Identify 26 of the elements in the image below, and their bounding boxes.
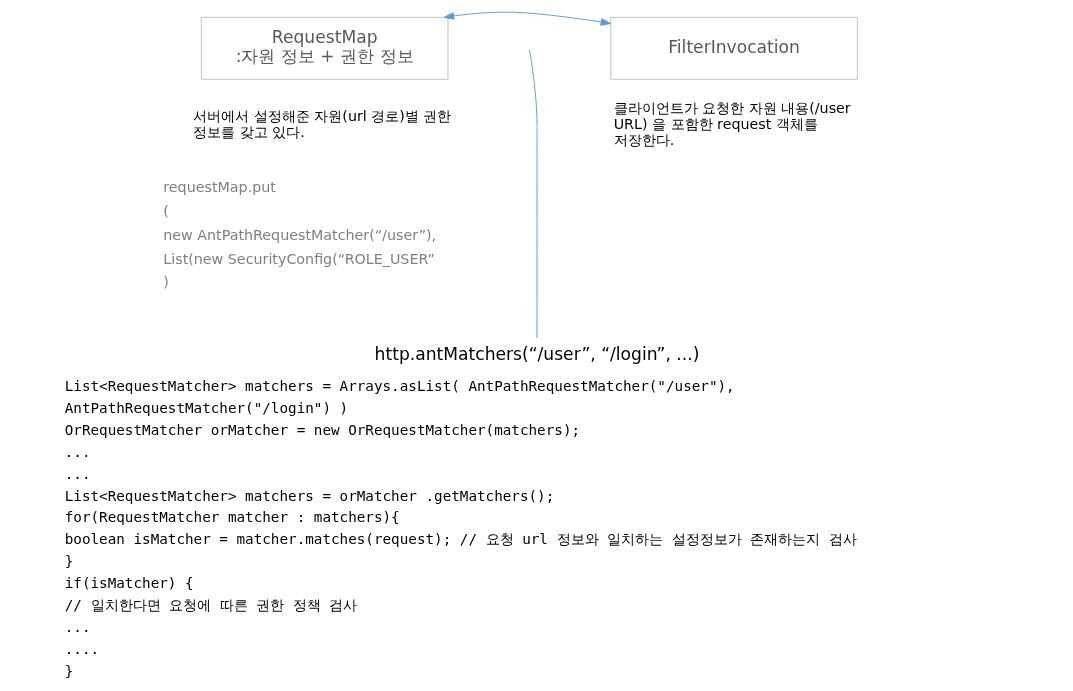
label: ... <box>64 465 91 482</box>
label: ... <box>64 443 91 460</box>
node-box: FilterInvocation <box>609 16 858 80</box>
node-label: ) <box>162 274 169 291</box>
label: List<RequestMatcher> matchers = orMatcher .getMatchers(); <box>64 487 554 504</box>
label: AntPathRequestMatcher("/login") ) <box>64 399 348 416</box>
label: // 일치한다면 요청에 따른 권한 정책 검사 <box>64 597 357 614</box>
label: } <box>64 553 73 570</box>
label: OrRequestMatcher orMatcher = new OrRequestMatcher(matchers); <box>64 421 580 438</box>
label: } <box>64 662 73 679</box>
label: for(RequestMatcher matcher : matchers){ <box>64 509 400 526</box>
connector <box>528 48 537 339</box>
label: .... <box>64 640 99 657</box>
node-label: List(new SecurityConfig(“ROLE_USER” <box>162 250 435 267</box>
label: if(isMatcher) { <box>64 575 194 592</box>
label: boolean isMatcher = matcher.matches(request); // 요청 url 정보와 일치하는 설정정보가 존재하는지 검사 <box>64 531 857 548</box>
node-label: requestMap.put <box>162 179 276 196</box>
node-box: RequestMap :자원 정보 + 권한 정보 <box>200 16 448 80</box>
label: List<RequestMatcher> matchers = Arrays.asList( AntPathRequestMatcher("/user"), <box>64 378 735 395</box>
node-label: 클라이언트가 요청한 자원 내용(/user URL) 을 포함한 request 객체를 저장한다. <box>613 99 851 148</box>
arrow <box>443 11 611 26</box>
node-label: 서버에서 설정해준 자원(url 경로)별 권한 정보를 갖고 있다. <box>192 107 451 140</box>
node-label: ( <box>162 202 169 219</box>
node-label: new AntPathRequestMatcher(“/user”), <box>162 226 436 243</box>
node-text: http.antMatchers(“/user”, “/login”, ...) <box>374 343 699 364</box>
label: ... <box>64 618 91 635</box>
